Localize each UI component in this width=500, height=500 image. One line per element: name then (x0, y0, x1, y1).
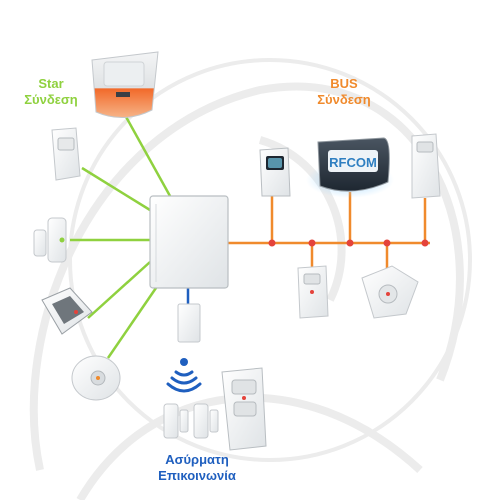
ceiling360-led (386, 292, 390, 296)
wave-arc (166, 382, 202, 393)
wireless-label-line1: Ασύρματη (165, 452, 229, 467)
wireless-contact-a-magnet (179, 409, 189, 433)
wireless-contact-icon (163, 403, 219, 439)
siren-badge (116, 92, 130, 97)
glassbreak-led (74, 310, 78, 314)
wireless-contact-b-magnet (209, 409, 219, 433)
rfcom-module-icon (306, 137, 394, 198)
siren-grille (103, 61, 145, 87)
contact-led (59, 237, 65, 243)
rfcom-brand-text: RFCOM (329, 155, 377, 170)
wireless-outdoor-pir-icon (221, 367, 267, 451)
outdoor-pir-lens-bottom (233, 401, 257, 417)
pir-detector-right-icon (411, 133, 441, 199)
star-label-line2: Σύνδεση (24, 91, 78, 107)
wave-dot (180, 358, 188, 366)
bus-node (383, 239, 391, 247)
ceiling-360-detector-icon (361, 265, 419, 319)
wireless-waves-icon (166, 358, 202, 393)
wireless-communication-label: Ασύρματη Επικοινωνία (132, 452, 262, 483)
watermark-ring (68, 58, 472, 462)
wireless-contact-a (163, 403, 179, 439)
pir-detector-bus-icon (297, 265, 329, 319)
bus-node (346, 239, 354, 247)
star-wiring (70, 114, 177, 359)
glassbreak-face (52, 296, 84, 324)
bus-node (421, 239, 429, 247)
pir-bus-lens (303, 273, 321, 285)
wireless-receiver-icon (177, 303, 201, 343)
bus-node (268, 239, 276, 247)
star-connection-label: Star Σύνδεση (6, 76, 96, 107)
wireless-contact-b (193, 403, 209, 439)
outdoor-pir-led (242, 396, 246, 400)
pir-body (51, 127, 81, 181)
rfcom-label-plate (328, 150, 378, 172)
bus-node (308, 239, 316, 247)
pir-bus-led (310, 290, 314, 294)
outdoor-pir-lens-top (231, 379, 257, 395)
wave-arc (170, 376, 198, 385)
bus-label-line1: BUS (330, 76, 358, 91)
receiver-body (177, 303, 201, 343)
star-wire-pir (81, 166, 151, 212)
bus-label-line2: Σύνδεση (317, 91, 371, 107)
ceiling-led (96, 376, 100, 380)
keypad-icon (259, 147, 291, 197)
pir-right-lens (416, 141, 434, 153)
contact-main (47, 217, 67, 263)
keypad-body (259, 147, 291, 197)
magnetic-contact-icon (33, 217, 67, 263)
pir-detector-icon (51, 127, 81, 181)
pir-lens (57, 137, 75, 151)
watermark-swirl (29, 82, 464, 471)
panel-body (149, 195, 229, 289)
star-wire-glassbreak (87, 261, 151, 319)
ceiling-detector-icon (71, 355, 121, 401)
wireless-label-line2: Επικοινωνία (158, 467, 236, 483)
bus-connection-label: BUS Σύνδεση (294, 76, 394, 107)
control-panel-icon (149, 195, 229, 289)
glass-break-detector-icon (41, 287, 93, 335)
star-wire-ceiling (106, 284, 160, 359)
bus-nodes (268, 239, 429, 247)
wave-arc (174, 370, 194, 377)
bus-wiring (226, 192, 430, 268)
contact-magnet (33, 229, 47, 257)
siren-icon (91, 51, 159, 118)
keypad-glow (268, 158, 282, 168)
star-wire-siren (123, 114, 177, 206)
star-label-line1: Star (38, 76, 64, 91)
